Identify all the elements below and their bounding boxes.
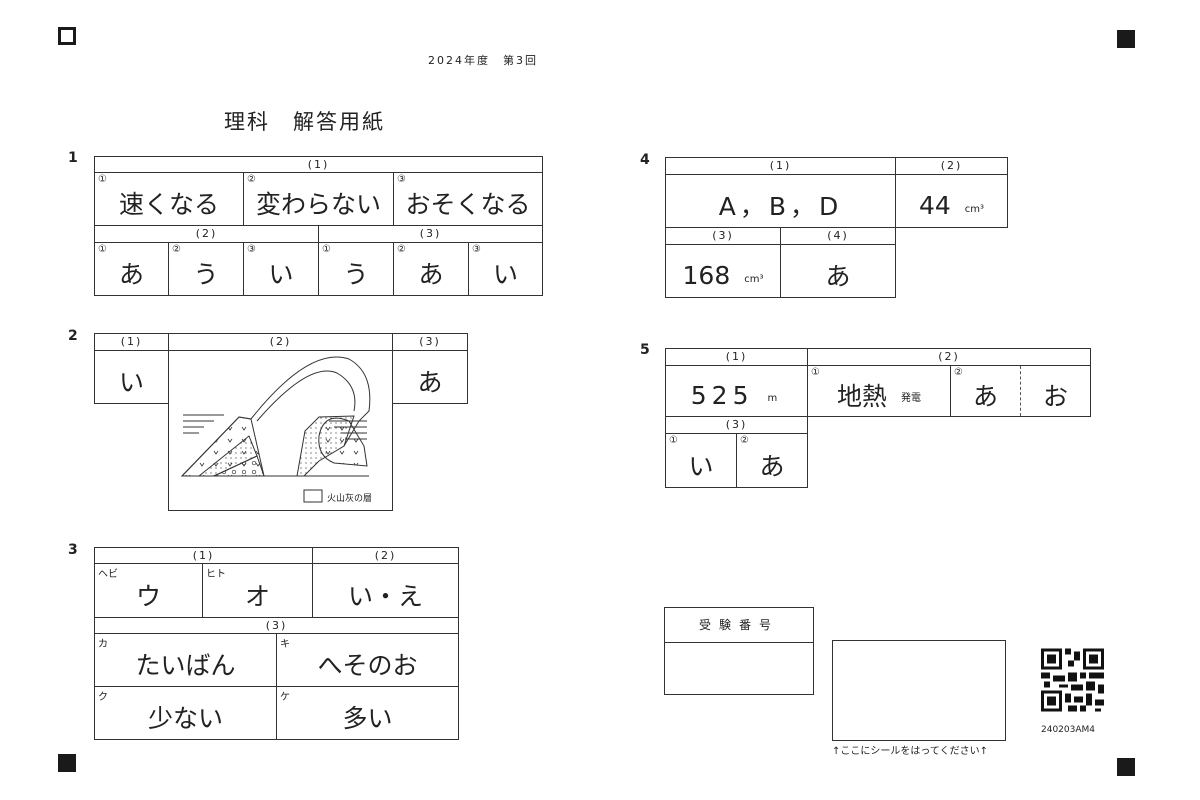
q1-header-3: (3) <box>318 225 543 243</box>
q2-3-answer: あ <box>392 350 468 404</box>
q2-header-2: (2) <box>168 333 393 351</box>
q3-ki-answer: キへそのお <box>276 633 459 687</box>
question-number: 2 <box>68 328 78 344</box>
strata-fold-illustration <box>180 356 371 503</box>
q3-ka-answer: カたいばん <box>94 633 277 687</box>
exam-number-field[interactable] <box>664 642 814 695</box>
fold-diagram: 火山灰の層 <box>168 350 393 511</box>
q3-ku-answer: ク少ない <box>94 686 277 740</box>
q1-header-2: (2) <box>94 225 319 243</box>
question-number: 5 <box>640 342 650 358</box>
exam-number-label: 受験番号 <box>664 607 814 643</box>
q4-header-3: (3) <box>665 227 781 245</box>
q3-snake-answer: ヘビウ <box>94 563 203 618</box>
q3-header-2: (2) <box>312 547 459 564</box>
registration-mark <box>1117 758 1135 776</box>
q2-header-1: (1) <box>94 333 169 351</box>
q5-2-2-answer: ② あ お <box>950 365 1091 417</box>
page-title: 理科 解答用紙 <box>224 110 385 134</box>
q4-header-1: (1) <box>665 157 896 175</box>
q4-4-answer: あ <box>780 244 896 298</box>
sticker-area <box>832 640 1006 741</box>
q3-human-answer: ヒトオ <box>202 563 313 618</box>
q4-header-2: (2) <box>895 157 1008 175</box>
registration-mark <box>58 27 76 45</box>
q3-2-answer: い・え <box>312 563 459 618</box>
q2-header-3: (3) <box>392 333 468 351</box>
question-number: 3 <box>68 542 78 558</box>
q4-1-answer: A，B，D <box>665 174 896 228</box>
q3-ke-answer: ケ多い <box>276 686 459 740</box>
question-number: 1 <box>68 150 78 166</box>
registration-mark <box>58 754 76 772</box>
diagram-legend-label: 火山灰の層 <box>327 494 373 504</box>
q5-header-2: (2) <box>807 348 1091 366</box>
q5-header-1: (1) <box>665 348 808 366</box>
q1-header-1: (1) <box>94 156 543 173</box>
sticker-caption: ↑ここにシールをはってください↑ <box>832 746 988 757</box>
q3-header-1: (1) <box>94 547 313 564</box>
q4-header-4: (4) <box>780 227 896 245</box>
registration-mark <box>1117 30 1135 48</box>
question-number: 4 <box>640 152 650 168</box>
q3-header-3: (3) <box>94 617 459 634</box>
q2-1-answer: い <box>94 350 169 404</box>
session-label: 2024年度 第3回 <box>428 54 538 67</box>
q5-header-3: (3) <box>665 416 808 434</box>
sheet-code: 240203AM4 <box>1041 725 1096 735</box>
qr-code <box>1041 648 1104 712</box>
